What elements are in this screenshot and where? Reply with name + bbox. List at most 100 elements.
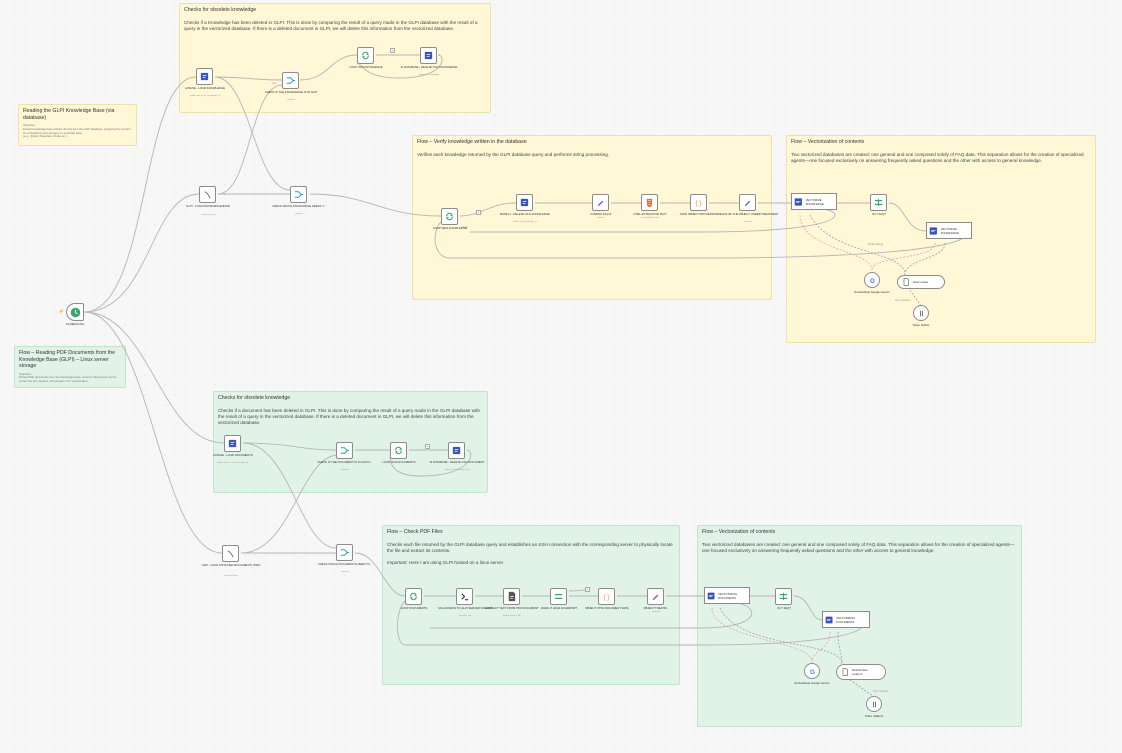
node-check-document-in-glpi[interactable] [336,442,353,459]
node-label: Default Data Loader1 [852,668,868,676]
add-node-button[interactable]: + [476,210,481,215]
node-label: HTML EXTRACTOR TEXT [633,212,667,216]
node-loop-old-documents[interactable] [390,442,407,459]
add-node-button[interactable]: + [425,444,430,449]
node-label: Embeddings Google Gemini [794,681,830,685]
node-ai-database-delete-old-document[interactable] [448,442,465,459]
note-title: Flow – Reading PDF Documents from the Kn… [19,350,116,369]
node-label: BASE IA - DELETE OLD KNOWLEDGE [500,212,550,216]
node-subtitle: manual [597,217,605,219]
node-object-treatment[interactable] [647,588,664,605]
node-label: FORMAT FAQ R [590,212,612,216]
node-label: FIELDS OF THE OBJECT UNDER TREATMENT [717,212,779,216]
note-check-pdf-files[interactable]: Flow – Check PDF Files Checks each file … [382,525,680,685]
node-token-splitter-docs[interactable] [866,696,882,712]
note-vectorization-knowledge[interactable]: Flow – Vectorization of contents Two vec… [786,135,1096,343]
compare-icon [294,191,304,198]
node-check-knowledge-in-glpi[interactable] [282,72,299,89]
node-fields-object-under-treatment[interactable] [739,194,756,211]
note-body: Checks each file returned by the GLPI da… [387,541,673,553]
node-label: AI DATABASE - DELETE OLD DOCUMENT [429,460,485,464]
node-subtitle: delete: tb_knowledge [418,74,440,76]
node-subtitle: delete: tb_knowledge_rh [513,221,537,223]
node-format-faq[interactable] [592,194,609,211]
note-reading-knowledge-base[interactable]: Reading the GLPI Knowledge Base (via dat… [18,104,137,146]
node-does-it-have-error[interactable] [550,588,567,605]
database-icon [200,72,209,81]
note-sub: Extract PDF documents from the knowledge… [19,375,118,384]
node-data-loader[interactable]: Data Loader [897,275,945,289]
compare-icon [286,77,296,84]
scheduling-trigger[interactable] [66,303,84,321]
node-vectorizing-documents-faq[interactable]: VECTORIZING DOCUMENTS... [822,611,870,628]
node-extract-text-pdf[interactable] [503,588,520,605]
node-vectorize-knowledge[interactable]: VECTORIZE KNOWLEDGE [791,193,837,210]
pencil-icon [744,200,751,207]
node-loop-old-knowledge[interactable] [357,47,374,64]
node-label: GLPI - LOAD KNOWLEDGE BASE [186,204,230,208]
node-label: VECTORIZING DOCUMENTS [718,591,738,600]
node-label: SSH ACCESS TO GLPI SERVER FOLDER [438,606,492,610]
node-embeddings-google-gemini[interactable]: G [864,272,880,288]
node-label: GLPI - LOAD ATTACHED DOCUMENTS (PDF) [201,563,261,567]
node-check-which-documents[interactable] [336,544,353,561]
node-token-splitter[interactable] [913,305,929,321]
switch-icon [874,198,883,207]
code-braces-icon: {} [603,594,611,601]
node-check-which-knowledge[interactable] [290,186,307,203]
node-label: CHECK WHICH KNOWLEDGE NEEDS T... [272,204,326,208]
node-subtitle: extractHtmlContent [640,217,660,219]
node-label: LOOP NEW KNOWLEDGE [433,226,467,230]
node-json-object-processing[interactable]: {} [690,194,707,211]
node-object-with-document-data[interactable]: {} [598,588,615,605]
loop-icon [446,212,453,221]
document-icon [903,278,909,286]
clock-icon [70,307,80,317]
node-label: OBJECT WITH DOCUMENT DATA [585,606,629,610]
node-glpi-load-knowledge-base[interactable] [199,186,216,203]
pencil-icon [652,594,659,601]
node-label: Token Splitter1 [864,714,884,718]
node-ai-base-load-knowledge[interactable] [196,68,213,85]
node-subtitle: getAll rows in: tb_knowledge_file [217,462,249,464]
note-body: Verifies each knowledge returned by the … [417,151,610,157]
node-ai-base-load-documents[interactable] [224,435,241,452]
node-ai-database-delete-old-knowledge[interactable] [420,47,437,64]
node-loop-documents[interactable] [405,588,422,605]
node-vectorize-knowledge-faq[interactable]: VECTORIZE KNOWLEDGE [926,222,972,239]
node-glpi-load-attached-documents[interactable] [222,545,239,562]
pdf-file-icon [508,591,516,602]
database-icon [424,51,433,60]
svg-text:{}: {} [695,200,703,207]
note-sub: Objective: [23,123,36,127]
note-body: Two vectorized databases are created: on… [791,151,1084,163]
node-html-extractor-text[interactable] [641,194,658,211]
node-base-ia-delete-old-knowledge[interactable] [516,194,533,211]
node-label: Embeddings Google Gemini [854,290,890,294]
vector-store-icon [825,616,833,623]
compare-icon [340,549,350,556]
node-is-it-faq[interactable] [870,194,887,211]
note-reading-pdf[interactable]: Flow – Reading PDF Documents from the Kn… [14,346,126,388]
node-loop-new-knowledge[interactable] [441,208,458,225]
node-subtitle: manual [744,221,752,223]
node-label: OBJECT TREATM... [643,606,669,610]
node-embeddings-google-gemini-docs[interactable]: G [804,663,820,679]
document-icon [842,668,848,676]
node-label: CHECK WHICH DOCUMENTS NEED TO... [317,562,373,566]
node-label: CHECK IF THE KNOWLEDGE IS IN GLPI [264,90,318,94]
vector-store-icon [929,226,937,235]
node-label: DOES IT HAVE AN ERROR? [540,606,578,610]
add-node-button[interactable]: + [390,48,395,53]
node-is-it-faq-docs[interactable] [775,588,792,605]
svg-text:G: G [810,668,815,675]
pencil-icon [597,200,604,207]
node-subtitle: getAll rows in: tb_knowledge_rh [189,95,221,97]
node-label: AI BASE - LOAD KNOWLEDGE [185,86,225,90]
node-default-data-loader[interactable]: Default Data Loader1 [836,664,886,680]
if-icon [554,594,563,599]
node-vectorizing-documents[interactable]: VECTORIZING DOCUMENTS [704,587,750,604]
node-ssh-access[interactable] [456,588,473,605]
add-node-button[interactable]: + [585,587,590,592]
loop-icon [362,51,369,60]
